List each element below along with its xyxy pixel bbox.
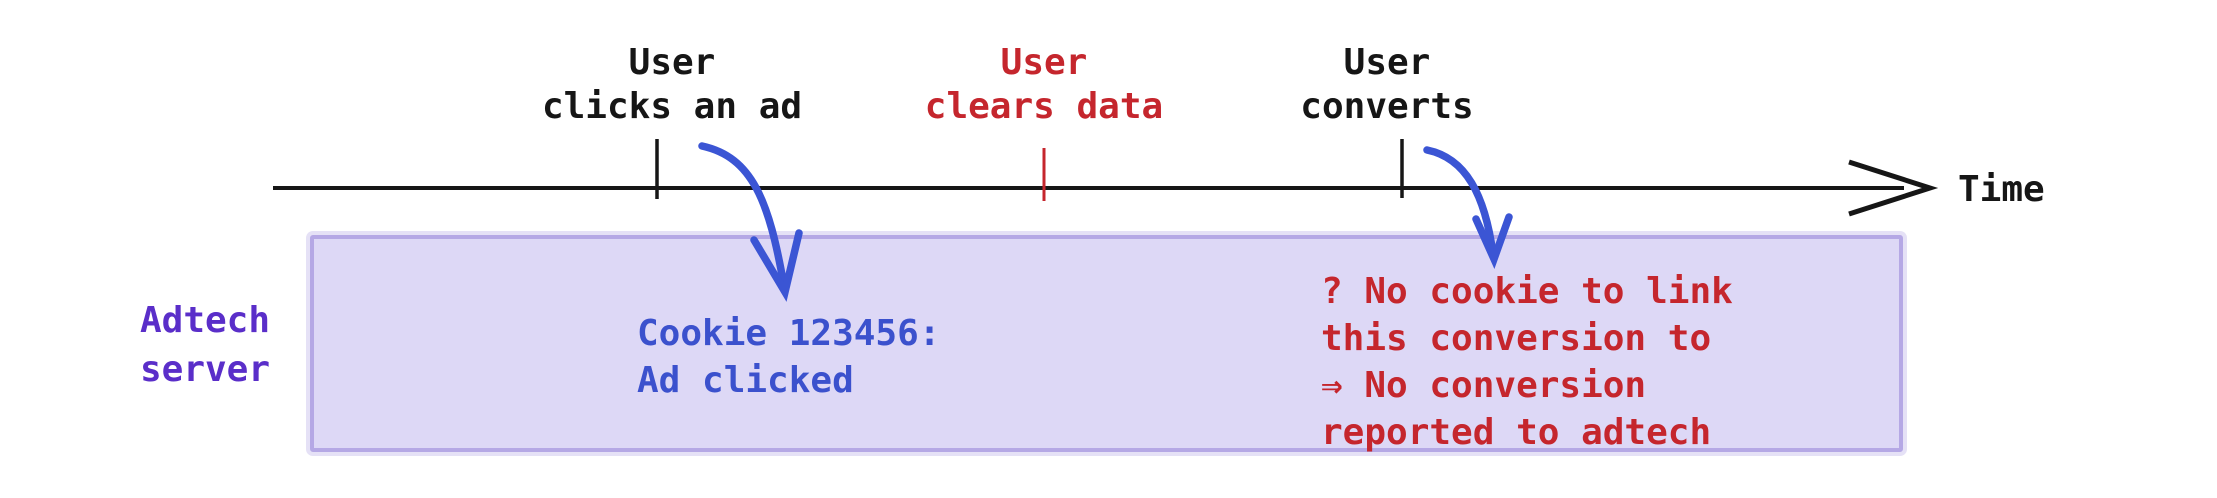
lane-label-adtech-server: Adtech server: [140, 296, 270, 394]
no-conversion-note-line: this conversion to: [1321, 318, 1712, 359]
cookie-note-line: Ad clicked: [637, 360, 854, 401]
lane-label-line: server: [139, 349, 271, 390]
event-label-line: converts: [1300, 86, 1474, 127]
lane-label-line: Adtech: [139, 300, 271, 341]
no-conversion-note-line: ? No cookie to link: [1321, 271, 1733, 312]
event-label-line: clicks an ad: [541, 86, 803, 127]
cookie-note: Cookie 123456: Ad clicked: [637, 310, 940, 404]
cookie-note-line: Cookie 123456:: [637, 313, 941, 354]
event-label-line: User: [1343, 42, 1431, 83]
timeline-arrowhead-icon: [1848, 159, 1939, 217]
axis-label-time: Time: [1958, 169, 2045, 210]
no-conversion-note-line: ⇒ No conversion: [1321, 365, 1647, 406]
event-label-line: User: [1000, 42, 1088, 83]
no-conversion-note-line: reported to adtech: [1321, 412, 1712, 453]
adtech-server-box: [310, 235, 1903, 452]
event-label-clears-data: User clears data: [925, 41, 1163, 129]
event-label-converts: User converts: [1300, 41, 1473, 129]
no-conversion-note: ? No cookie to link this conversion to ⇒…: [1321, 268, 1733, 456]
event-label-clicks-ad: User clicks an ad: [542, 41, 802, 129]
event-label-line: User: [628, 42, 716, 83]
event-label-line: clears data: [924, 86, 1164, 127]
